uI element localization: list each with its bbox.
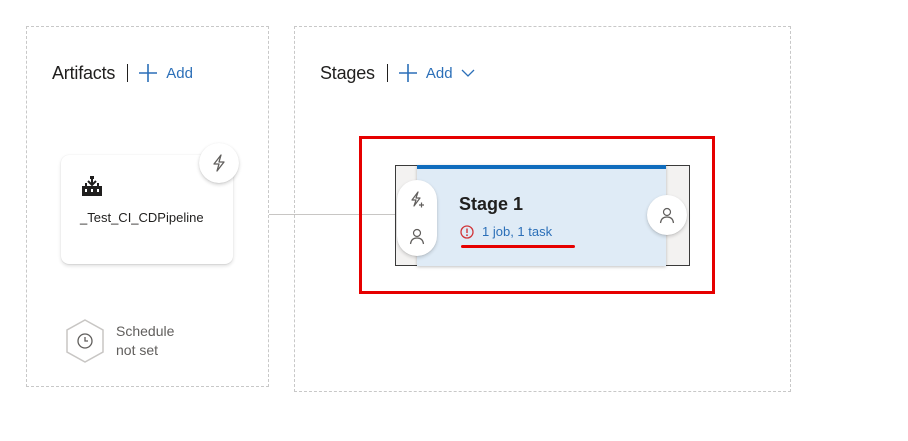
- stage-name[interactable]: Stage 1: [459, 194, 524, 214]
- person-icon: [659, 207, 675, 224]
- stages-panel: Stages Add: [294, 26, 791, 392]
- schedule-trigger[interactable]: Schedule not set: [64, 318, 174, 364]
- add-artifact-button[interactable]: Add: [138, 63, 193, 83]
- add-stage-label: Add: [425, 64, 453, 82]
- plus-icon: [398, 64, 417, 82]
- plus-icon: [139, 64, 158, 82]
- pre-deployment-conditions: [397, 180, 437, 256]
- build-pipeline-icon: [82, 176, 102, 196]
- schedule-line-1: Schedule: [116, 323, 175, 339]
- header-separator: [127, 64, 129, 82]
- artifact-name: _Test_CI_CDPipeline: [80, 210, 204, 225]
- artifacts-panel: Artifacts Add: [26, 26, 269, 387]
- lightning-bolt-icon: [213, 154, 225, 172]
- stage-card[interactable]: [417, 165, 666, 266]
- chevron-down-icon: [461, 69, 475, 77]
- pre-deployment-approvals-button[interactable]: [402, 221, 432, 251]
- schedule-line-2: not set: [116, 342, 159, 358]
- error-icon: [460, 224, 474, 239]
- highlight-underline: [461, 245, 575, 248]
- pre-deployment-trigger-button[interactable]: [402, 185, 432, 215]
- artifacts-title: Artifacts: [52, 62, 116, 83]
- stage-status-text: 1 job, 1 task: [482, 224, 553, 239]
- header-separator: [386, 64, 388, 82]
- schedule-status: Schedule not set: [116, 322, 174, 360]
- stage-status-link[interactable]: 1 job, 1 task: [460, 224, 552, 239]
- lightning-person-icon: [411, 191, 424, 208]
- stages-title: Stages: [320, 62, 375, 83]
- post-deployment-approvals-button[interactable]: [647, 195, 687, 235]
- artifact-stage-connector: [269, 214, 396, 215]
- add-stage-button[interactable]: Add: [398, 63, 475, 83]
- highlight-box: [359, 136, 715, 294]
- artifacts-header: Artifacts Add: [52, 61, 193, 85]
- continuous-deployment-trigger-button[interactable]: [199, 143, 239, 183]
- stages-header: Stages Add: [320, 61, 475, 85]
- clock-hexagon-icon: [66, 319, 104, 363]
- person-icon: [409, 228, 425, 244]
- add-artifact-label: Add: [166, 64, 193, 82]
